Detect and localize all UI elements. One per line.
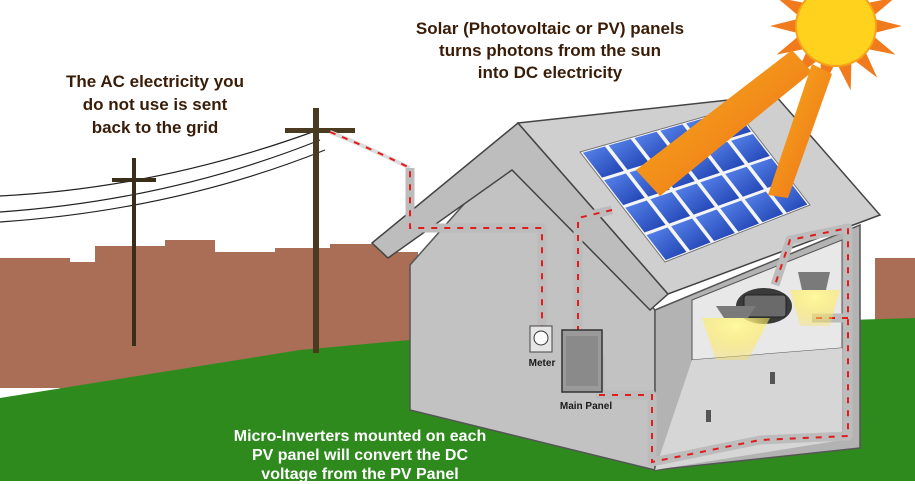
- sun-spike: [838, 62, 852, 91]
- sun-spike: [875, 19, 902, 33]
- sun-spike: [776, 37, 804, 55]
- sun-icon: [770, 0, 902, 91]
- grid-caption: The AC electricity you do not use is sen…: [30, 70, 280, 139]
- main-panel-icon: [561, 329, 603, 393]
- solar-cell: [675, 183, 715, 215]
- meter-label: Meter: [528, 358, 556, 369]
- solar-panel-icon: [579, 107, 811, 263]
- skyline-band: [0, 275, 420, 305]
- caption-line: Solar (Photovoltaic or PV) panels: [415, 19, 685, 38]
- main-panel-label: Main Panel: [559, 401, 613, 412]
- solar-cell: [671, 218, 711, 251]
- caption-line: do not use is sent: [82, 95, 228, 114]
- caption-line: PV panel will convert the DC: [251, 447, 469, 464]
- solar-cell: [720, 200, 759, 232]
- outlet: [706, 410, 711, 422]
- solar-cell: [725, 166, 764, 197]
- micro-inverter-caption: Micro-Inverters mounted on each PV panel…: [200, 427, 520, 484]
- sun-spike: [855, 52, 878, 78]
- sun-ray: [768, 64, 832, 198]
- skyline-building: [95, 246, 167, 396]
- solar-cell: [744, 191, 784, 223]
- sun-spike: [779, 0, 804, 15]
- solar-cell: [582, 146, 624, 178]
- outlet: [770, 372, 775, 384]
- sun-spike: [868, 37, 896, 55]
- caption-line: voltage from the PV Panel: [261, 466, 459, 483]
- sun-spike: [868, 0, 893, 15]
- solar-cell: [695, 209, 735, 242]
- ceiling-lamp-icon: [702, 272, 840, 360]
- caption-line: Micro-Inverters mounted on each: [233, 428, 487, 445]
- utility-pole-icon: [112, 108, 355, 353]
- caption-line: The AC electricity you: [66, 72, 244, 91]
- caption-line: into DC electricity: [477, 63, 623, 82]
- solar-cell: [731, 133, 770, 164]
- sun-spike: [770, 19, 797, 33]
- caption-line: back to the grid: [91, 118, 219, 137]
- caption-line: turns photons from the sun: [439, 41, 661, 60]
- solar-cell: [625, 200, 666, 233]
- solar-panel-caption: Solar (Photovoltaic or PV) panels turns …: [380, 18, 720, 84]
- solar-cell: [700, 175, 740, 206]
- sun-ray: [636, 50, 812, 196]
- utility-lines: [0, 129, 326, 223]
- solar-cell: [604, 173, 645, 206]
- solar-cell: [646, 227, 687, 260]
- solar-cell: [650, 192, 691, 224]
- meter-icon: [529, 325, 553, 353]
- solar-cell: [608, 139, 650, 170]
